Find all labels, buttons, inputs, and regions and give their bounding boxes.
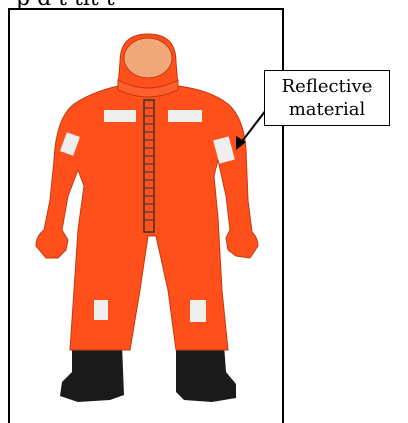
left-boot [60, 345, 124, 402]
reflective-patch-chest-right [168, 110, 202, 122]
face-opening [124, 38, 172, 78]
callout-arrow-line [240, 110, 266, 144]
callout-line-2: material [265, 98, 389, 121]
reflective-patch-leg-right [190, 300, 206, 322]
reflective-material-callout: Reflective material [264, 70, 390, 126]
right-boot [176, 345, 236, 402]
reflective-patch-leg-left [94, 300, 108, 320]
callout-line-1: Reflective [265, 75, 389, 98]
suit-body [36, 34, 258, 350]
reflective-patch-chest-left [104, 110, 136, 122]
